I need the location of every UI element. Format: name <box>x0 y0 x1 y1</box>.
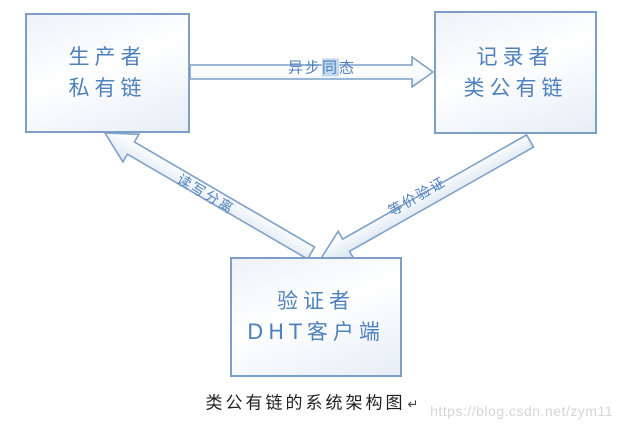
node-validator: 验证者 DHT客户端 <box>230 257 402 377</box>
paragraph-return-icon: ↵ <box>407 397 419 413</box>
async-label-suffix: 态 <box>339 58 357 77</box>
async-sync-arrow <box>189 55 435 89</box>
async-sync-arrow-label: 异步同态 <box>288 57 356 78</box>
node-recorder-line2: 类公有链 <box>463 75 568 100</box>
diagram-caption: 类公有链的系统架构图↵ <box>206 389 419 414</box>
node-producer-line2: 私有链 <box>68 76 147 100</box>
async-label-prefix: 异步 <box>287 58 322 77</box>
async-label-highlight: 同 <box>321 58 340 77</box>
read-write-arrow <box>103 132 316 261</box>
watermark: https://blog.csdn.net/zym11 <box>430 403 613 419</box>
node-validator-line2: DHT客户端 <box>247 320 385 344</box>
caption-text: 类公有链的系统架构图 <box>205 393 406 414</box>
node-validator-line1: 验证者 <box>277 289 355 313</box>
node-producer: 生产者 私有链 <box>25 13 190 133</box>
node-recorder-line1: 记录者 <box>476 44 555 69</box>
node-producer-line1: 生产者 <box>68 45 147 69</box>
node-recorder: 记录者 类公有链 <box>434 11 597 134</box>
